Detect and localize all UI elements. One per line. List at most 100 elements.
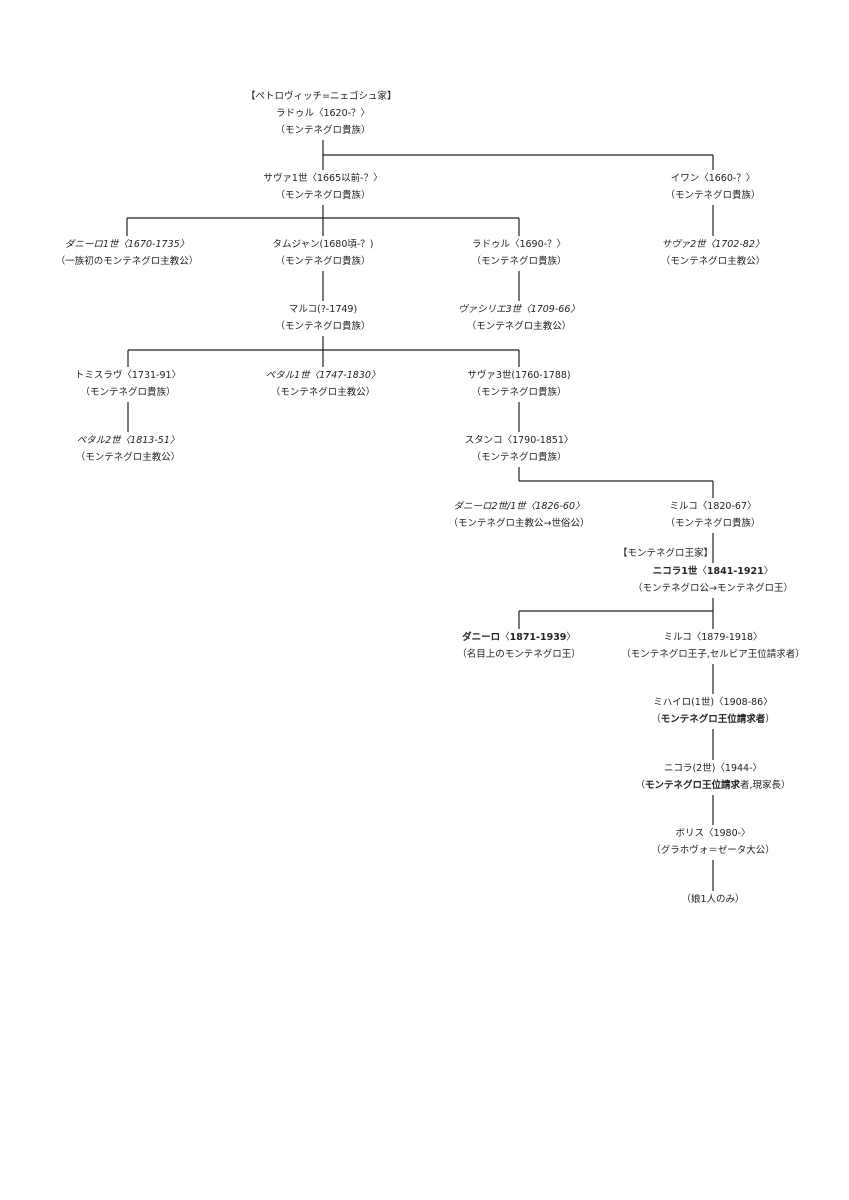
- person-danilo-1: ダニーロ1世〈1670-1735〉 （一族初のモンテネグロ主教公）: [7, 236, 247, 270]
- person-title: （名目上のモンテネグロ王）: [399, 646, 639, 663]
- person-nikola-1: ニコラ1世〈1841-1921〉 （モンテネグロ公→モンテネグロ王）: [593, 563, 833, 597]
- person-name-dates: ミルコ〈1820-67〉: [593, 498, 833, 515]
- person-title: （モンテネグロ主教公）: [399, 318, 639, 335]
- text-run: （モンテネグロ貴族）: [275, 190, 371, 201]
- person-title: （モンテネグロ王位請求者,現家長）: [593, 777, 833, 794]
- person-petar-1: ペタル1世〈1747-1830〉 （モンテネグロ主教公）: [203, 367, 443, 401]
- text-run: タムジャン(1680頃-？): [272, 239, 374, 250]
- text-run: ミルコ〈1879-1918〉: [663, 632, 763, 643]
- person-name-dates: （娘1人のみ）: [593, 891, 833, 908]
- text-run: （モンテネグロ貴族）: [80, 387, 176, 398]
- text-run: （モンテネグロ主教公）: [270, 387, 376, 398]
- person-name-dates: ペタル2世〈1813-51〉: [8, 432, 248, 449]
- text-run: ニコラ(2世)〈1944-〉: [663, 763, 763, 774]
- text-run: ヴァシリエ3世〈1709-66〉: [458, 304, 580, 315]
- text-run: ダニーロ1世〈1670-1735〉: [64, 239, 190, 250]
- text-run: ニコラ1世: [652, 566, 698, 577]
- text-run: 〈: [500, 632, 510, 643]
- text-run: 1871-1939: [509, 632, 567, 643]
- person-title: （グラホヴォ＝ゼータ大公）: [593, 842, 833, 859]
- text-run: （モンテネグロ貴族）: [471, 256, 567, 267]
- person-sava-2: サヴァ2世〈1702-82〉 （モンテネグロ主教公）: [593, 236, 833, 270]
- person-name-dates: サヴァ2世〈1702-82〉: [593, 236, 833, 253]
- header-montenegro-royal-house: 【モンテネグロ王家】: [618, 548, 714, 559]
- text-run: 〉: [763, 566, 774, 577]
- text-run: イワン〈1660-？〉: [670, 173, 756, 184]
- person-name-dates: ミルコ〈1879-1918〉: [593, 629, 833, 646]
- text-run: （モンテネグロ主教公）: [660, 256, 766, 267]
- person-title: （モンテネグロ貴族）: [399, 384, 639, 401]
- text-run: （: [635, 780, 645, 791]
- person-name-dates: ニコラ(2世)〈1944-〉: [593, 760, 833, 777]
- person-name-dates: タムジャン(1680頃-？): [203, 236, 443, 253]
- text-run: （娘1人のみ）: [681, 894, 745, 905]
- text-run: 1841-1921: [706, 566, 764, 577]
- text-run: （: [651, 714, 661, 725]
- person-name-dates: ラドゥル〈1690-？〉: [399, 236, 639, 253]
- person-vasilije-3: ヴァシリエ3世〈1709-66〉 （モンテネグロ主教公）: [399, 301, 639, 335]
- person-ivan-1660: イワン〈1660-？〉 （モンテネグロ貴族）: [593, 170, 833, 204]
- person-title: （モンテネグロ主教公）: [593, 253, 833, 270]
- text-run: （モンテネグロ主教公）: [466, 321, 572, 332]
- person-mirko-1879: ミルコ〈1879-1918〉 （モンテネグロ王子,セルビア王位請求者）: [593, 629, 833, 663]
- text-run: （モンテネグロ貴族）: [471, 387, 567, 398]
- person-title: （モンテネグロ貴族）: [203, 318, 443, 335]
- person-tamjan: タムジャン(1680頃-？)（モンテネグロ貴族）: [203, 236, 443, 270]
- person-name-dates: ダニーロ1世〈1670-1735〉: [7, 236, 247, 253]
- person-title: （モンテネグロ貴族）: [399, 449, 639, 466]
- person-name-dates: サヴァ3世(1760-1788): [399, 367, 639, 384]
- person-mirko-1820: ミルコ〈1820-67〉（モンテネグロ貴族）: [593, 498, 833, 532]
- text-run: （名目上のモンテネグロ王）: [457, 649, 581, 660]
- person-title: （モンテネグロ王子,セルビア王位請求者）: [593, 646, 833, 663]
- person-danilo-1871: ダニーロ〈1871-1939〉（名目上のモンテネグロ王）: [399, 629, 639, 663]
- text-run: サヴァ1世〈1665以前-？〉: [263, 173, 383, 184]
- text-run: （モンテネグロ貴族）: [471, 452, 567, 463]
- text-run: サヴァ3世(1760-1788): [467, 370, 571, 381]
- person-name-dates: ミハイロ(1世)〈1908-86〉: [593, 694, 833, 711]
- person-name-dates: ペタル1世〈1747-1830〉: [203, 367, 443, 384]
- text-run: ラドゥル〈1690-？〉: [471, 239, 567, 250]
- text-run: トミスラヴ〈1731-91〉: [74, 370, 182, 381]
- person-name-dates: スタンコ〈1790-1851〉: [399, 432, 639, 449]
- person-name-dates: イワン〈1660-？〉: [593, 170, 833, 187]
- person-name-dates: ボリス〈1980-〉: [593, 825, 833, 842]
- text-run: ダニーロ2世/1世〈1826-60〉: [453, 501, 585, 512]
- person-title: （一族初のモンテネグロ主教公）: [7, 253, 247, 270]
- person-nikola-2: ニコラ(2世)〈1944-〉 （モンテネグロ王位請求者,現家長）: [593, 760, 833, 794]
- person-title: （モンテネグロ主教公）: [203, 384, 443, 401]
- person-daughter: （娘1人のみ）: [593, 891, 833, 908]
- person-marko: マルコ(?-1749) （モンテネグロ貴族）: [203, 301, 443, 335]
- text-run: マルコ(?-1749): [288, 304, 358, 315]
- person-sava-3: サヴァ3世(1760-1788) （モンテネグロ貴族）: [399, 367, 639, 401]
- person-radul-1690: ラドゥル〈1690-？〉 （モンテネグロ貴族）: [399, 236, 639, 270]
- person-title: （モンテネグロ貴族）: [8, 384, 248, 401]
- text-run: （モンテネグロ貴族）: [275, 125, 371, 136]
- person-title: （モンテネグロ主教公）: [8, 449, 248, 466]
- text-run: （モンテネグロ貴族）: [275, 321, 371, 332]
- person-mihailo: ミハイロ(1世)〈1908-86〉（モンテネグロ王位請求者）: [593, 694, 833, 728]
- person-name-dates: ラドゥル〈1620-？〉: [203, 105, 443, 122]
- text-run: （モンテネグロ公→モンテネグロ王）: [633, 583, 793, 594]
- text-run: スタンコ〈1790-1851〉: [464, 435, 574, 446]
- person-name-dates: マルコ(?-1749): [203, 301, 443, 318]
- person-title: （モンテネグロ公→モンテネグロ王）: [593, 580, 833, 597]
- person-name-dates: ダニーロ2世/1世〈1826-60〉: [399, 498, 639, 515]
- text-run: （モンテネグロ貴族）: [665, 190, 761, 201]
- person-title: （モンテネグロ主教公→世俗公）: [399, 515, 639, 532]
- text-run: ボリス〈1980-〉: [675, 828, 751, 839]
- person-title: （モンテネグロ貴族）: [203, 187, 443, 204]
- text-run: （モンテネグロ主教公）: [75, 452, 181, 463]
- person-name-dates: ニコラ1世〈1841-1921〉: [593, 563, 833, 580]
- text-run: 〉: [566, 632, 576, 643]
- text-run: 者,現家長）: [740, 780, 791, 791]
- text-run: ラドゥル〈1620-？〉: [275, 108, 371, 119]
- person-stanko: スタンコ〈1790-1851〉 （モンテネグロ貴族）: [399, 432, 639, 466]
- text-run: サヴァ2世〈1702-82〉: [661, 239, 765, 250]
- text-run: （一族初のモンテネグロ主教公）: [55, 256, 199, 267]
- header-petrovic-njegos-house: 【ペトロヴィッチ=ニェゴシュ家】: [246, 91, 397, 102]
- person-title: （モンテネグロ王位請求者）: [593, 711, 833, 728]
- text-run: （グラホヴォ＝ゼータ大公）: [651, 845, 775, 856]
- person-title: （モンテネグロ貴族）: [593, 515, 833, 532]
- text-run: ペタル2世〈1813-51〉: [76, 435, 180, 446]
